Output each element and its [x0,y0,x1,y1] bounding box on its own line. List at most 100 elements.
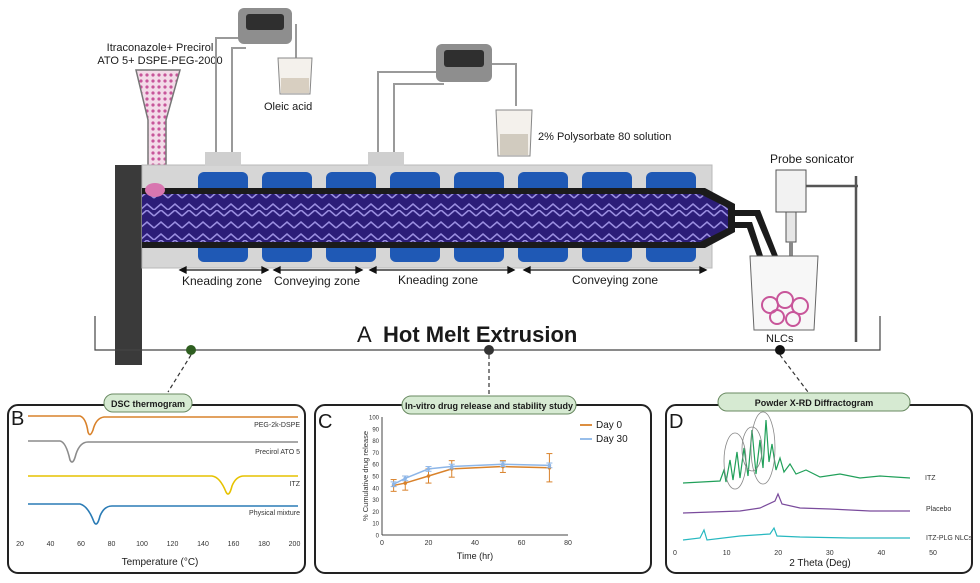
series-line-day30 [393,463,550,485]
title-c: In-vitro drug release and stability stud… [405,401,573,411]
title-letter: A [357,322,372,347]
xrd-trace-label-1: ITZ [925,475,936,482]
dsc-tick-label: 20 [16,541,24,548]
xrd-tick-label: 0 [673,550,677,557]
xrd-traces [682,411,911,541]
zone-label-4: Conveying zone [572,273,658,287]
panel-d [665,404,973,574]
dsc-tick-label: 120 [167,541,179,548]
dsc-tick-label: 180 [258,541,270,548]
feed-granules [145,183,165,197]
zone-arrows [178,265,708,275]
dsc-tick-label: 80 [108,541,116,548]
data-point [403,476,408,481]
polysorbate-label: 2% Polysorbate 80 solution [538,131,671,143]
xrd-trace-label-3: ITZ-PLG NLCs [926,535,973,542]
dsc-tick-label: 200 [289,541,301,548]
x-tick-label-c: 20 [425,540,433,547]
dsc-tick-label: 160 [228,541,240,548]
legend-day0: Day 0 [596,420,623,431]
dsc-traces [28,415,298,525]
y-tick-label-c: 60 [372,463,379,469]
data-point [501,462,505,467]
outlet-pipe [735,210,778,256]
twin-screw [142,194,728,242]
zone-label-3: Kneading zone [398,273,478,287]
y-tick-label-c: 70 [372,451,379,457]
outlet-pipe-2 [735,222,765,262]
xlabel-b: Temperature (°C) [122,557,199,568]
connector-dot-d [775,345,785,355]
zone-label-1: Kneading zone [182,274,262,288]
release-axes: 0 20 40 60 80 0 10 20 30 40 50 60 70 80 90 100 [369,416,572,548]
dsc-tick-label: 140 [197,541,209,548]
y-tick-label-c: 90 [372,427,379,433]
y-tick-label-c: 100 [369,416,380,422]
dsc-tick-label: 40 [47,541,55,548]
page-title: Hot Melt Extrusion [383,322,577,347]
pump-polysorbate [377,44,533,157]
connector-lines [167,354,809,396]
oleic-label: Oleic acid [264,101,312,113]
series-line-day0 [393,465,550,487]
ylabel-c: % Cumulative drug release [361,431,370,521]
dsc-trace-label-3: ITZ [290,481,301,488]
feed-label-line1: Itraconazole+ Precirol [107,42,214,54]
y-tick-label-c: 80 [372,439,379,445]
dsc-trace-label-4: Physical mixture [249,510,300,517]
y-tick-label-c: 20 [372,510,379,516]
legend-day30: Day 30 [596,434,628,445]
dsc-tick-labels: 20 40 60 80 100 120 140 160 180 200 [16,541,300,548]
feed-label-line2: ATO 5+ DSPE-PEG-2000 [97,55,222,67]
badge-c [401,395,577,415]
nlc-label: NLCs [766,333,794,345]
legend-c [580,424,592,440]
x-tick-label-c: 80 [564,540,572,547]
dsc-tick-label: 100 [136,541,148,548]
dsc-trace-label-2: Precirol ATO 5 [255,449,300,456]
letter-d: D [669,411,683,433]
x-tick-label-c: 40 [471,540,479,547]
xlabel-c: Time (hr) [457,551,493,561]
xrd-trace-label-2: Placebo [926,506,951,513]
xrd-tick-label: 30 [826,550,834,557]
zone-label-2: Conveying zone [274,274,360,288]
data-point [547,463,552,468]
data-point [403,481,408,485]
connector-dot-c [484,345,494,355]
title-d: Powder X-RD Diffractogram [755,398,874,408]
xrd-tick-label: 50 [929,550,937,557]
motor-housing [115,165,142,365]
letter-b: B [11,408,24,430]
y-tick-label-c: 30 [372,498,379,504]
polysorbate-port [368,152,404,166]
xrd-tick-label: 40 [878,550,886,557]
xrd-tick-label: 10 [723,550,731,557]
badge-b [103,393,193,413]
data-point [391,482,396,487]
letter-c: C [318,411,332,433]
data-point [426,474,431,478]
xrd-tick-label: 20 [774,550,782,557]
xrd-tick-labels: 0 10 20 30 40 50 [673,550,937,557]
x-tick-label-c: 60 [518,540,526,547]
data-point [449,464,454,469]
y-tick-label-c: 10 [372,522,379,528]
sonicator-label: Probe sonicator [770,152,854,166]
connector-dot-b [186,345,196,355]
release-plot [390,453,553,492]
title-b: DSC thermogram [111,399,185,409]
oleic-port [205,152,241,166]
probe-sonicator [749,169,858,342]
pump-oleic [215,8,313,152]
y-tick-label-c: 50 [372,475,379,481]
data-point [426,467,431,471]
xlabel-d: 2 Theta (Deg) [789,558,851,569]
y-tick-label-c: 40 [372,486,379,492]
dsc-trace-label-1: PEG-2k-DSPE [254,422,300,429]
y-tick-label-c: 0 [376,534,380,540]
dsc-tick-label: 60 [77,541,85,548]
badge-d [717,392,911,412]
x-tick-label-c: 0 [380,540,384,547]
